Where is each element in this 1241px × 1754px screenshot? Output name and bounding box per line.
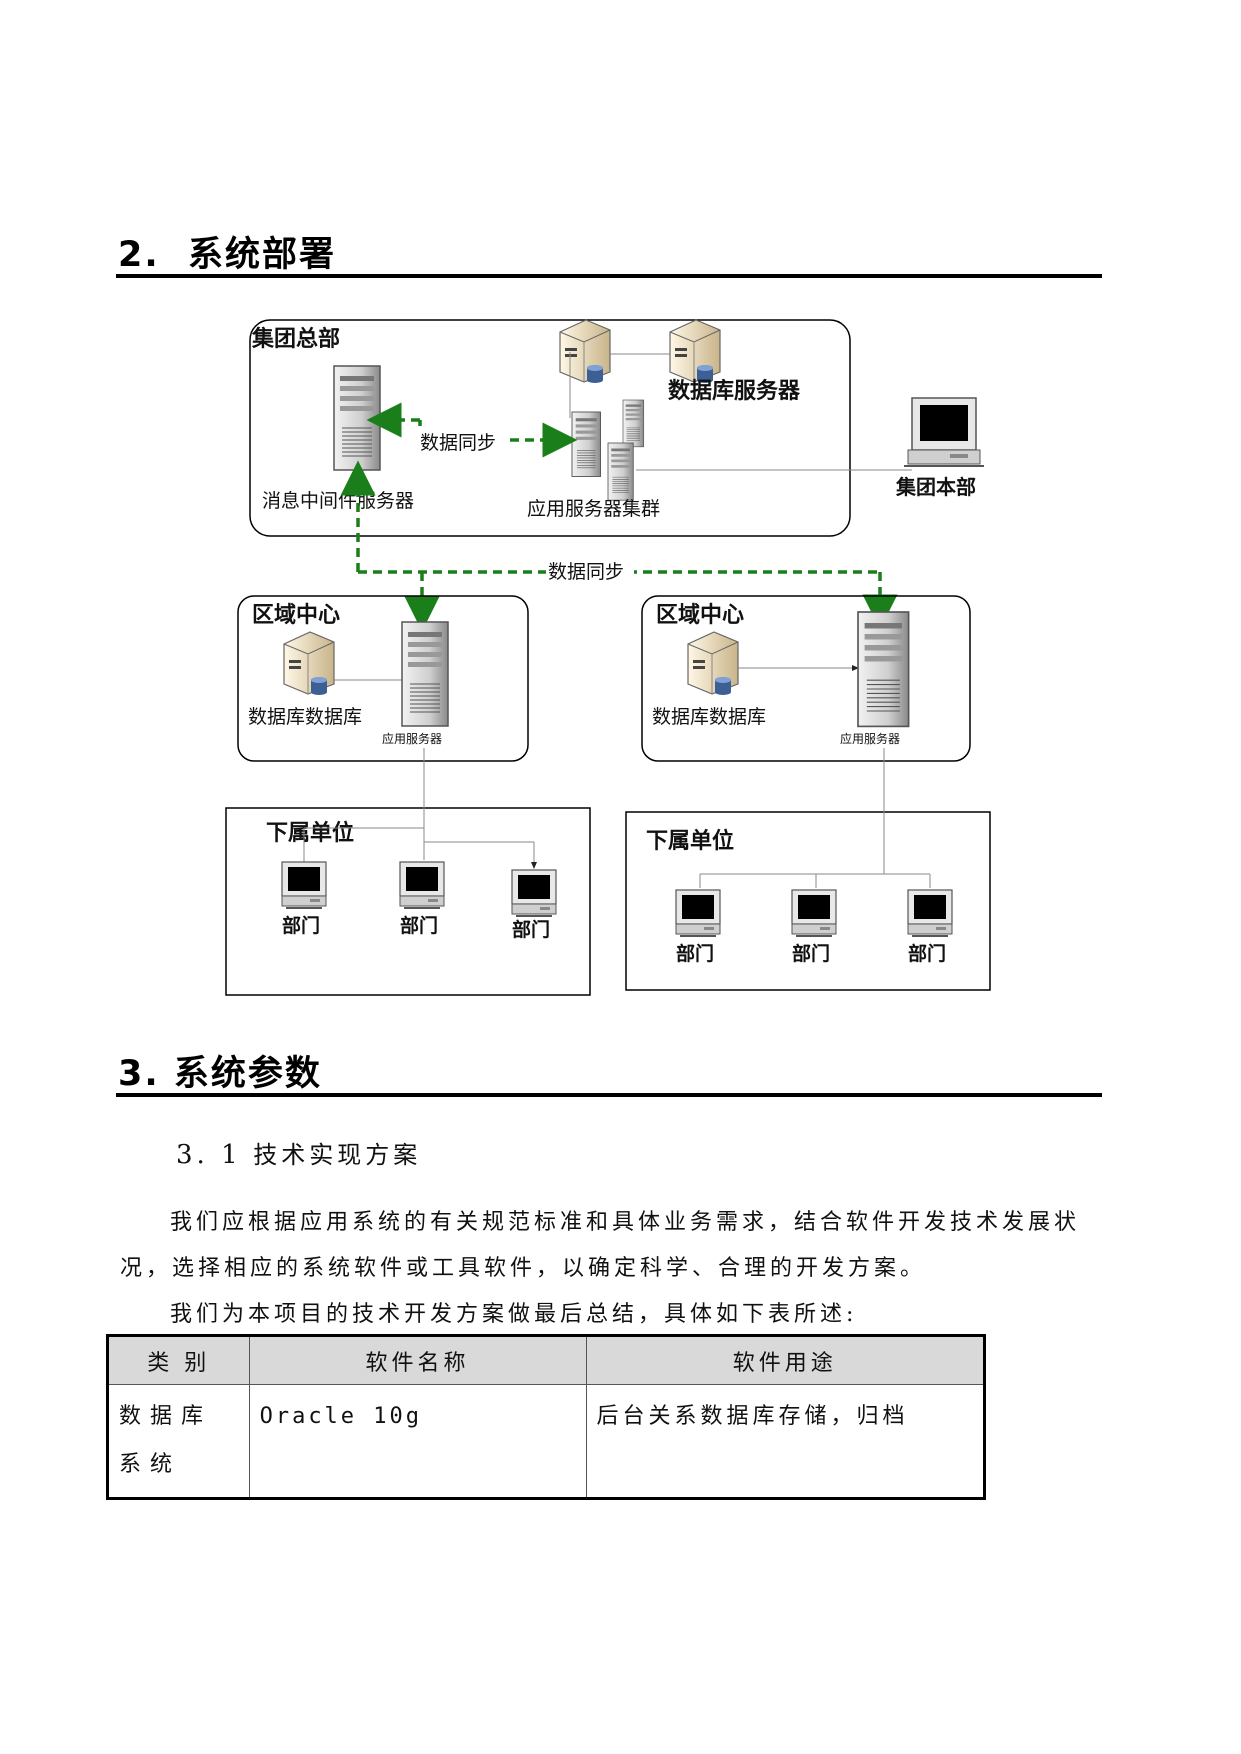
department-label: 部门 xyxy=(908,942,946,965)
department-computer-icon xyxy=(399,861,445,909)
department-computer-icon xyxy=(511,869,557,917)
department-computer-icon xyxy=(907,889,953,937)
mq-server-label: 消息中间件服务器 xyxy=(262,490,414,512)
table-cell-software-purpose: 后台关系数据库存储，归档 xyxy=(585,1384,986,1499)
app-cluster-label: 应用服务器集群 xyxy=(527,498,660,520)
department-computer-icon xyxy=(675,889,721,937)
column-header-software-name: 软件名称 xyxy=(248,1335,587,1385)
table-cell-category: 数据库系统 xyxy=(107,1384,250,1499)
department-label: 部门 xyxy=(400,914,438,937)
sync-label-bg xyxy=(546,558,634,584)
column-header-category: 类 别 xyxy=(107,1335,250,1385)
section-number: 3. xyxy=(118,1054,160,1094)
department-computer-icon xyxy=(281,861,327,909)
region-title: 区域中心 xyxy=(656,602,744,628)
sync-label-bg xyxy=(418,428,506,454)
subsection-number: 3. 1 xyxy=(176,1140,242,1170)
terminal-computer-icon xyxy=(903,397,985,467)
region-app-label: 应用服务器 xyxy=(840,731,900,746)
region-box xyxy=(237,595,529,762)
unit-title: 下属单位 xyxy=(646,828,734,854)
section-title: 系统参数 xyxy=(173,1054,322,1094)
subsection-heading: 3. 1 技术实现方案 xyxy=(176,1135,421,1170)
database-icon xyxy=(687,631,739,696)
software-table: 类 别 软件名称 软件用途 数据库系统 Oracle 10g 后台关系数据库存储… xyxy=(106,1334,986,1500)
department-label: 部门 xyxy=(512,918,550,941)
paragraph-line: 我们为本项目的技术开发方案做最后总结，具体如下表所述: xyxy=(170,1302,858,1327)
app-server-icon xyxy=(401,621,449,727)
table-cell-software-name: Oracle 10g xyxy=(248,1384,587,1499)
subsection-title: 技术实现方案 xyxy=(253,1141,422,1169)
paragraph-line: 况，选择相应的系统软件或工具软件，以确定科学、合理的开发方案。 xyxy=(120,1256,927,1281)
deployment-diagram: 集团总部 消息中间件服务器 数据库服务器 应用服务器集群 数据同步 集团本部 数… xyxy=(225,319,991,996)
section-number: 2. xyxy=(118,235,160,275)
hq-group-box xyxy=(249,319,851,537)
unit-title: 下属单位 xyxy=(266,820,354,846)
db-servers-label: 数据库服务器 xyxy=(668,378,801,404)
department-label: 部门 xyxy=(676,942,714,965)
app-server-icon xyxy=(857,611,910,728)
app-server-icon xyxy=(571,411,601,477)
section-heading-deploy: 2. 系统部署 xyxy=(118,226,336,277)
table-row: 数据库系统 Oracle 10g 后台关系数据库存储，归档 xyxy=(107,1384,986,1499)
department-label: 部门 xyxy=(792,942,830,965)
table-header-row: 类 别 软件名称 软件用途 xyxy=(107,1335,986,1385)
region-title: 区域中心 xyxy=(252,602,340,628)
section-title: 系统部署 xyxy=(188,235,337,275)
database-server-icon xyxy=(669,319,721,384)
region-box xyxy=(641,595,971,762)
department-computer-icon xyxy=(791,889,837,937)
paragraph-line: 我们应根据应用系统的有关规范标准和具体业务需求，结合软件开发技术发展状 xyxy=(170,1210,1081,1235)
hq-sync-label: 数据同步 xyxy=(420,432,496,454)
region-db-label: 数据库数据库 xyxy=(652,706,766,728)
hq-title: 集团总部 xyxy=(251,326,340,352)
app-server-icon xyxy=(622,399,645,448)
column-header-software-purpose: 软件用途 xyxy=(585,1335,986,1385)
unit-box xyxy=(625,811,991,991)
unit-box xyxy=(225,807,591,996)
section-rule xyxy=(116,1093,1102,1097)
app-server-icon xyxy=(607,442,634,501)
mq-server-icon xyxy=(333,365,381,471)
region-app-label: 应用服务器 xyxy=(382,731,442,746)
region-db-label: 数据库数据库 xyxy=(248,706,362,728)
database-icon xyxy=(283,631,335,696)
hq-terminal-label: 集团本部 xyxy=(895,475,976,499)
section-heading-params: 3. 系统参数 xyxy=(118,1045,322,1096)
department-label: 部门 xyxy=(282,914,320,937)
section-rule xyxy=(116,274,1102,278)
global-sync-label: 数据同步 xyxy=(548,561,624,583)
database-server-icon xyxy=(559,319,611,384)
